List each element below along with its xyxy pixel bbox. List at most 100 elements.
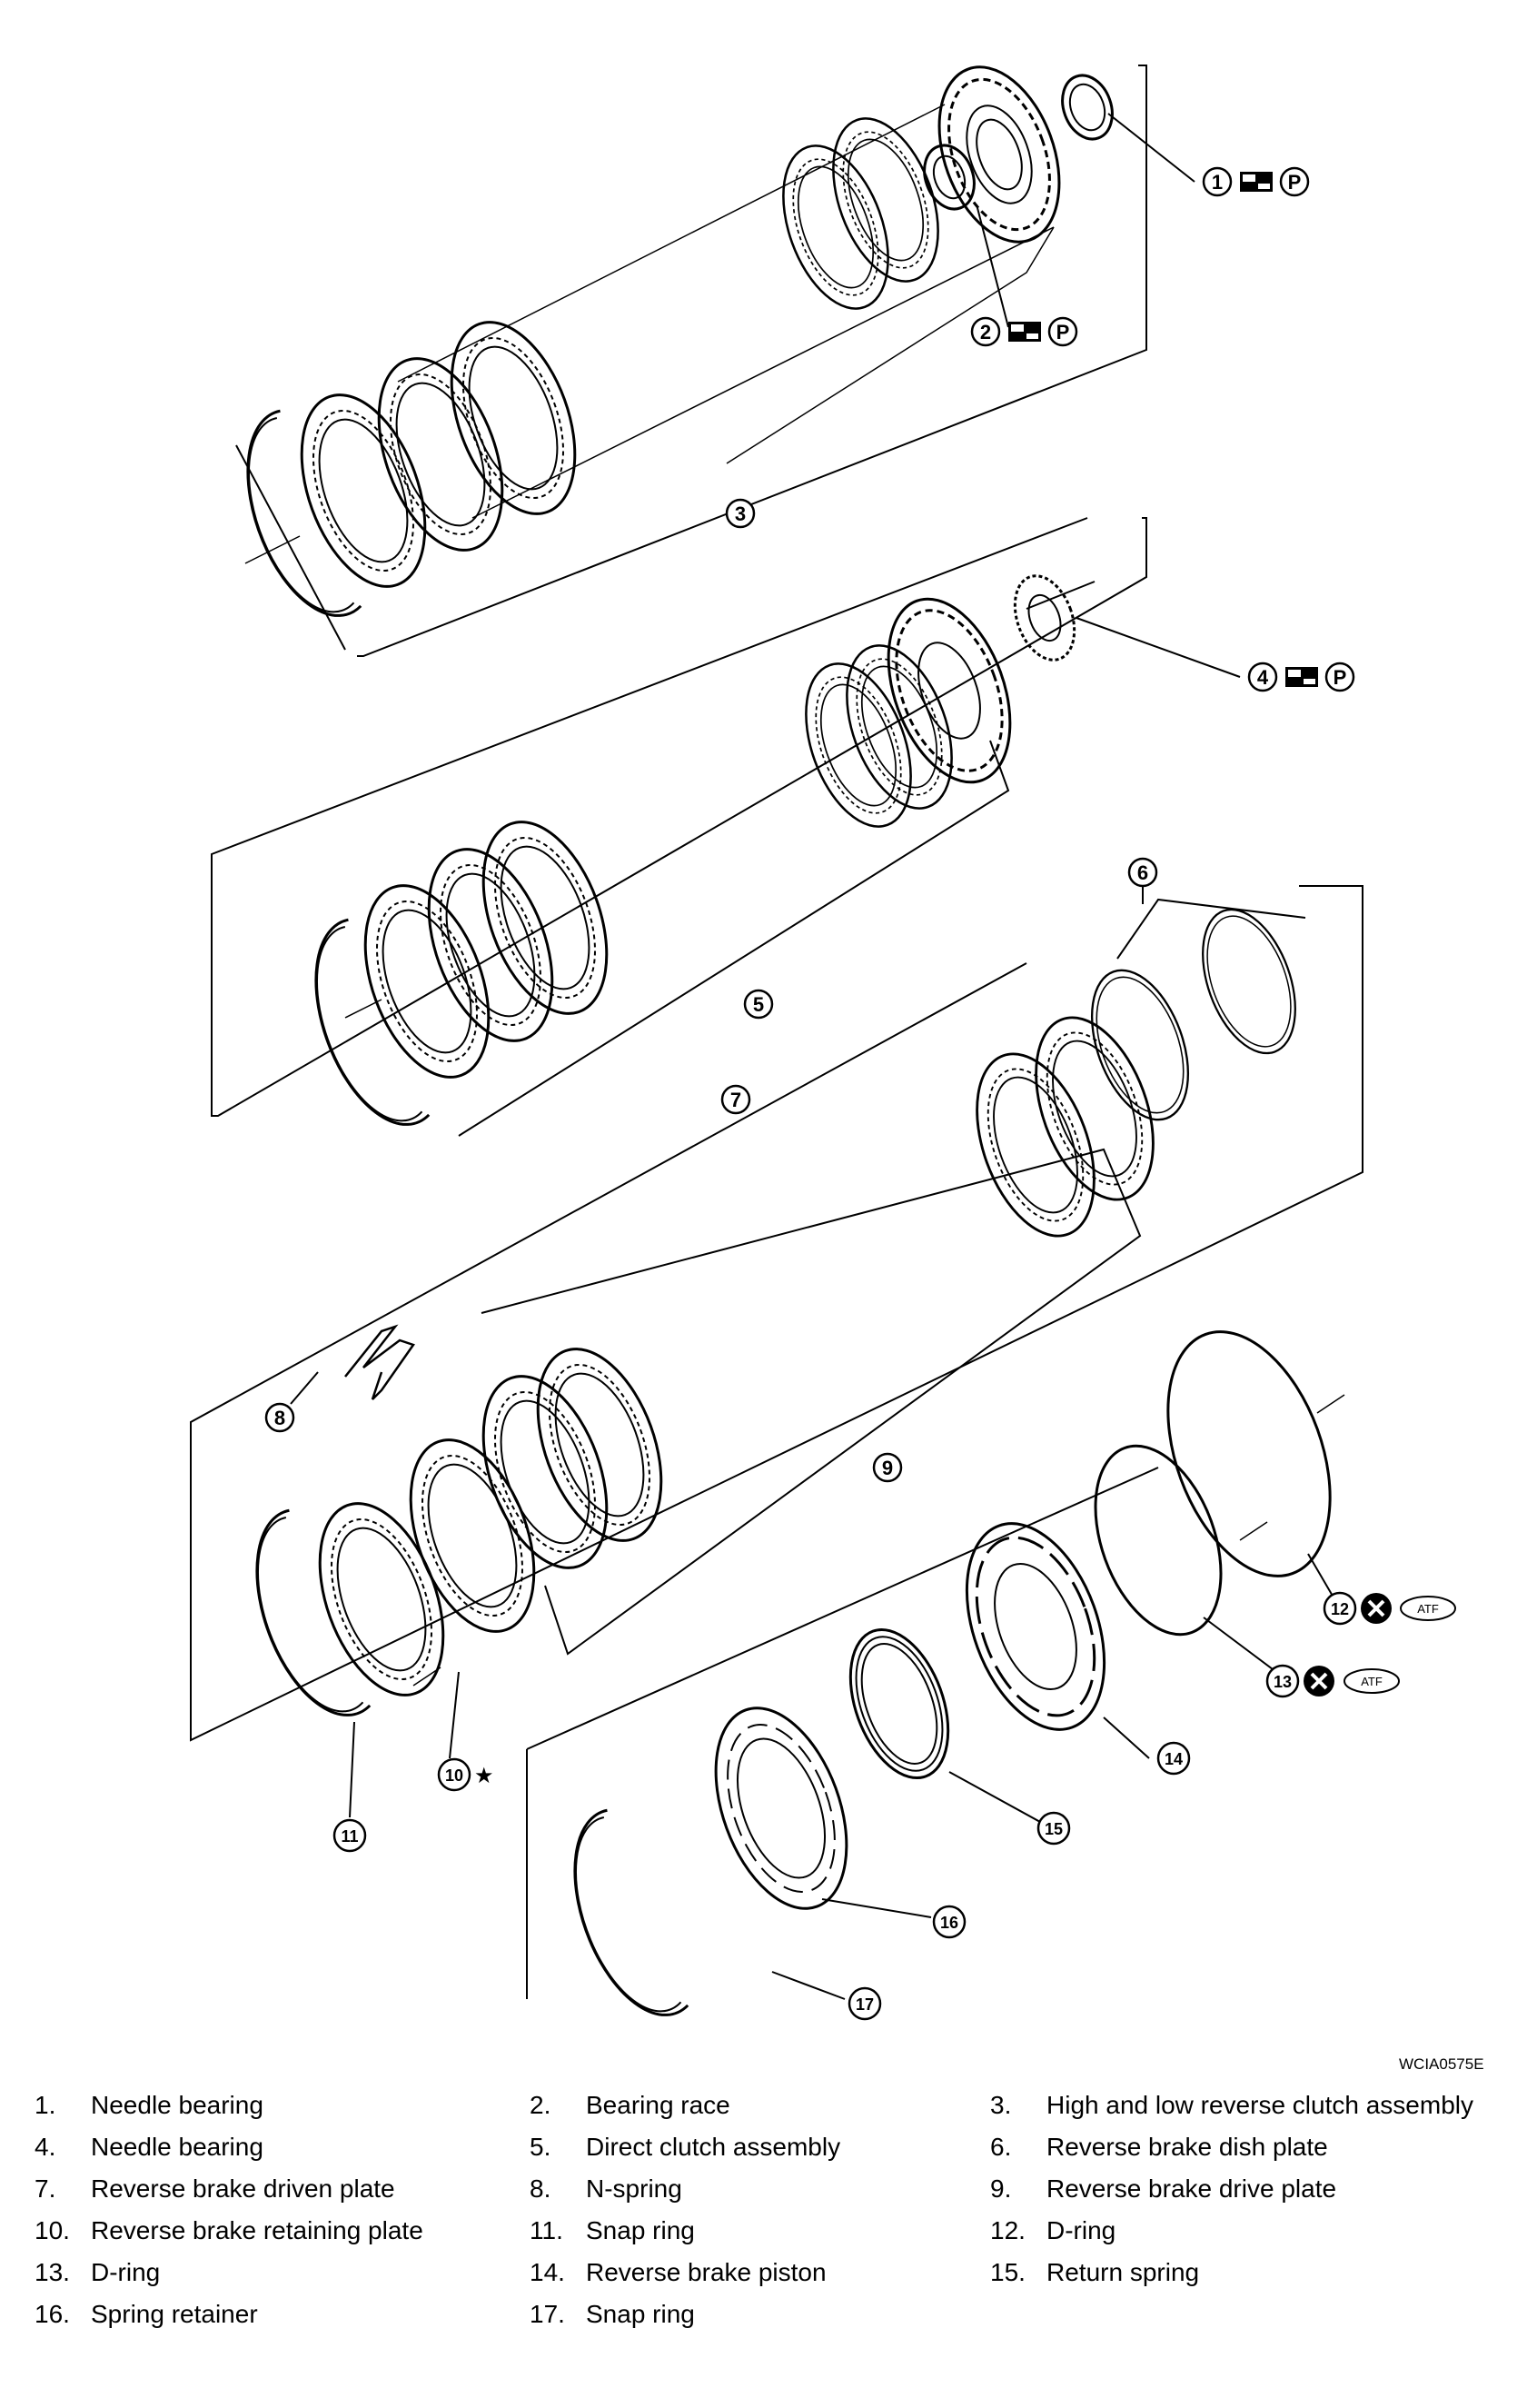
spring-retainer bbox=[714, 1706, 848, 1910]
legend-number: 3. bbox=[990, 2091, 1012, 2119]
group-reverse-brake bbox=[190, 885, 1363, 1742]
n-spring bbox=[344, 1324, 415, 1400]
legend-text: Needle bearing bbox=[91, 2091, 263, 2119]
svg-text:8: 8 bbox=[274, 1407, 285, 1429]
legend-number: 6. bbox=[990, 2133, 1012, 2161]
svg-text:5: 5 bbox=[753, 993, 764, 1016]
callout-2: 2 bbox=[970, 316, 1001, 347]
callout-8: 8 bbox=[264, 1402, 295, 1433]
callout-6: 6 bbox=[1127, 857, 1158, 888]
tool-icon bbox=[1285, 667, 1318, 687]
svg-text:15: 15 bbox=[1045, 1820, 1063, 1838]
callout-11: 11 bbox=[332, 1818, 367, 1853]
legend-number: 1. bbox=[35, 2091, 56, 2119]
legend-number: 11. bbox=[530, 2216, 563, 2244]
svg-text:2: 2 bbox=[980, 321, 991, 343]
figure-code: WCIA0575E bbox=[1399, 2055, 1484, 2073]
svg-text:14: 14 bbox=[1165, 1750, 1183, 1768]
svg-text:ATF: ATF bbox=[1417, 1602, 1439, 1616]
svg-text:P: P bbox=[1334, 666, 1347, 689]
legend-number: 17. bbox=[530, 2300, 565, 2328]
petroleum-jelly-icon: P bbox=[1324, 662, 1355, 692]
atf-badge: ATF bbox=[1400, 1596, 1456, 1621]
svg-text:4: 4 bbox=[1257, 666, 1269, 689]
legend-number: 8. bbox=[530, 2174, 551, 2203]
svg-text:10: 10 bbox=[445, 1766, 463, 1785]
d-ring-12 bbox=[1166, 1330, 1332, 1577]
parts-legend: 1. Needle bearing 4. Needle bearing 7. R… bbox=[0, 2081, 1527, 2353]
snap-ring-3 bbox=[246, 409, 362, 617]
group-high-low-reverse-clutch bbox=[235, 65, 1147, 657]
legend-number: 4. bbox=[35, 2133, 56, 2161]
callout-13: 13 bbox=[1265, 1664, 1300, 1698]
legend-number: 13. bbox=[35, 2258, 70, 2286]
legend-text: Direct clutch assembly bbox=[586, 2133, 841, 2161]
legend-text: Reverse brake dish plate bbox=[1046, 2133, 1328, 2161]
legend-number: 5. bbox=[530, 2133, 551, 2161]
callout-14: 14 bbox=[1156, 1741, 1191, 1776]
legend-text: Reverse brake driven plate bbox=[91, 2174, 395, 2203]
legend-number: 10. bbox=[35, 2216, 70, 2244]
d-ring-13 bbox=[1094, 1444, 1223, 1637]
legend-text: Spring retainer bbox=[91, 2300, 258, 2328]
petroleum-jelly-icon: P bbox=[1047, 316, 1078, 347]
legend-text: Reverse brake retaining plate bbox=[91, 2216, 423, 2244]
legend-number: 14. bbox=[530, 2258, 565, 2286]
svg-text:ATF: ATF bbox=[1361, 1675, 1383, 1688]
needle-bearing-4 bbox=[1013, 574, 1076, 662]
callout-9: 9 bbox=[872, 1452, 903, 1483]
callout-5: 5 bbox=[743, 989, 774, 1020]
svg-text:12: 12 bbox=[1331, 1600, 1349, 1618]
star-mark: ★ bbox=[474, 1763, 494, 1788]
legend-text: Snap ring bbox=[586, 2216, 695, 2244]
tool-icon bbox=[1240, 172, 1273, 192]
petroleum-jelly-icon: P bbox=[1279, 166, 1310, 197]
svg-text:P: P bbox=[1288, 171, 1302, 194]
return-spring bbox=[848, 1627, 950, 1780]
callout-16: 16 bbox=[932, 1905, 967, 1939]
exploded-view-diagram: 1 2 3 4 5 6 7 8 9 10 ★ 11 12 bbox=[190, 65, 1456, 2021]
callout-12: 12 bbox=[1323, 1591, 1357, 1626]
legend-text: Reverse brake drive plate bbox=[1046, 2174, 1337, 2203]
atf-badge: ATF bbox=[1344, 1668, 1400, 1694]
legend-number: 7. bbox=[35, 2174, 56, 2203]
direct-clutch-drum bbox=[887, 597, 1012, 784]
svg-text:3: 3 bbox=[735, 502, 746, 525]
svg-text:11: 11 bbox=[341, 1827, 358, 1846]
legend-text: D-ring bbox=[1046, 2216, 1116, 2244]
clutch-hub bbox=[937, 65, 1061, 244]
snap-ring-5 bbox=[314, 918, 431, 1126]
needle-bearing-1 bbox=[1061, 74, 1114, 141]
callout-3: 3 bbox=[725, 498, 756, 529]
legend-number: 9. bbox=[990, 2174, 1012, 2203]
legend-text: Bearing race bbox=[586, 2091, 730, 2119]
legend-text: Reverse brake piston bbox=[586, 2258, 827, 2286]
bearing-race bbox=[923, 144, 976, 211]
svg-text:7: 7 bbox=[730, 1089, 741, 1111]
svg-text:6: 6 bbox=[1137, 861, 1148, 884]
callout-10: 10 bbox=[437, 1757, 471, 1792]
callout-1: 1 bbox=[1202, 166, 1233, 197]
snap-ring-17 bbox=[573, 1808, 689, 2016]
svg-text:17: 17 bbox=[856, 1995, 874, 2014]
legend-text: High and low reverse clutch assembly bbox=[1046, 2091, 1473, 2119]
do-not-reuse-icon bbox=[1361, 1593, 1392, 1624]
legend-text: D-ring bbox=[91, 2258, 161, 2286]
legend-text: Return spring bbox=[1046, 2258, 1200, 2286]
svg-text:P: P bbox=[1056, 321, 1070, 343]
legend-text: Snap ring bbox=[586, 2300, 695, 2328]
reverse-brake-piston bbox=[965, 1522, 1106, 1731]
legend-number: 2. bbox=[530, 2091, 551, 2119]
callout-17: 17 bbox=[848, 1986, 882, 2021]
group-direct-clutch bbox=[211, 517, 1147, 1137]
group-reverse-brake-piston bbox=[526, 1330, 1345, 2016]
legend-text: N-spring bbox=[586, 2174, 682, 2203]
svg-text:13: 13 bbox=[1274, 1673, 1292, 1691]
legend-number: 16. bbox=[35, 2300, 70, 2328]
do-not-reuse-icon bbox=[1304, 1666, 1334, 1697]
callout-7: 7 bbox=[720, 1084, 751, 1115]
svg-text:16: 16 bbox=[940, 1914, 958, 1932]
callout-15: 15 bbox=[1036, 1811, 1071, 1846]
svg-text:1: 1 bbox=[1212, 171, 1223, 194]
legend-number: 12. bbox=[990, 2216, 1026, 2244]
